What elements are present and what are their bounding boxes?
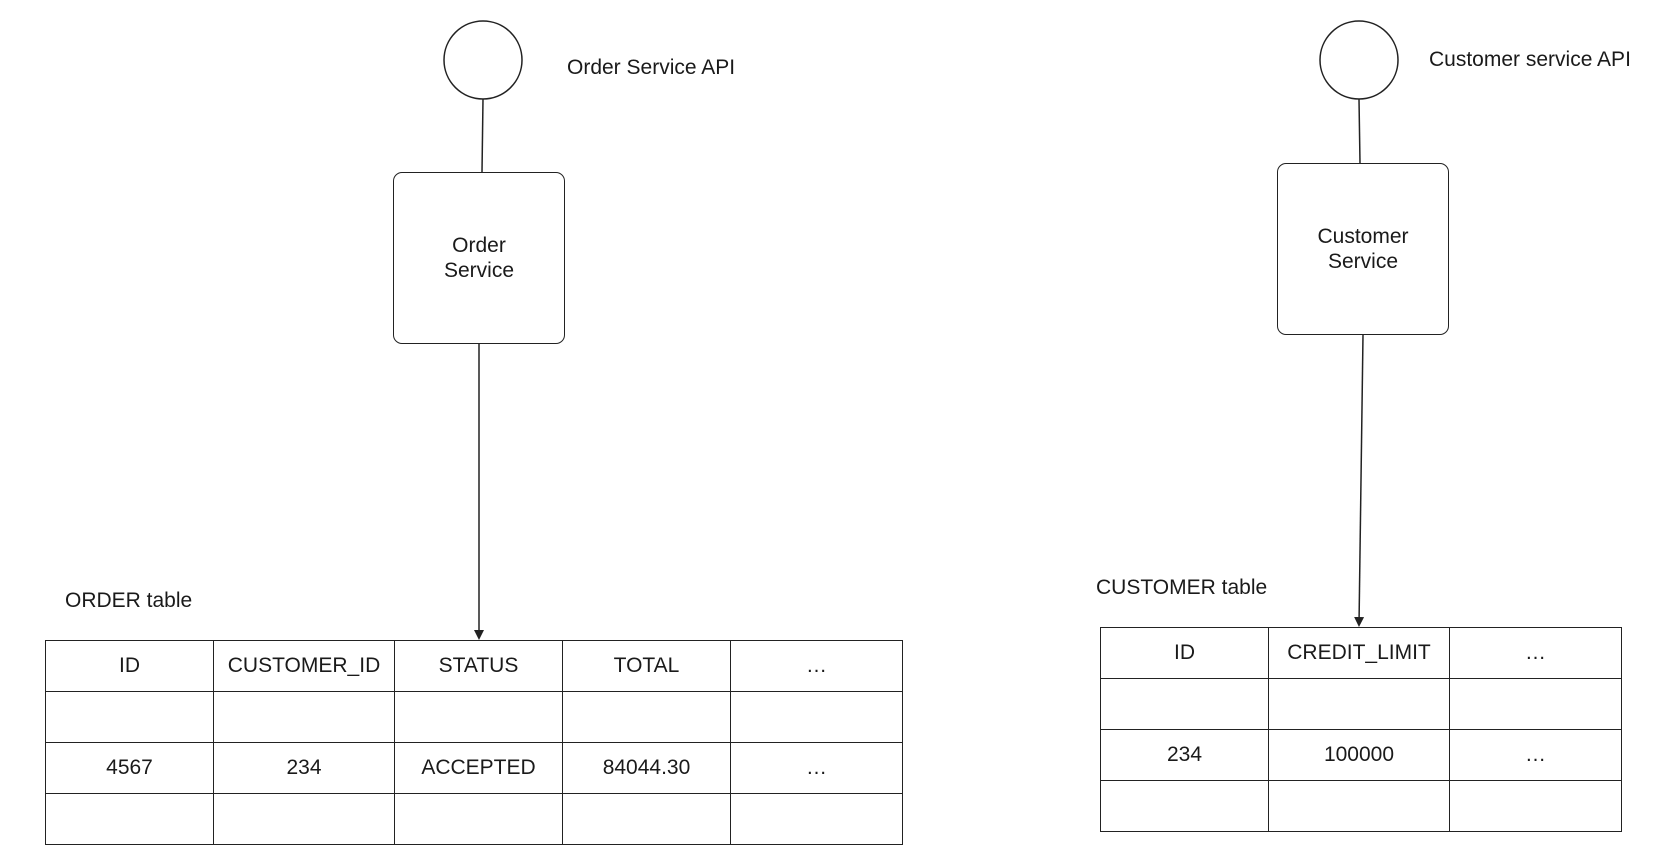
order-cell: ACCEPTED [394,742,563,794]
order-cell [394,691,563,743]
customer-service-label: Customer Service [1317,225,1409,273]
customer-api-interface-icon [1319,20,1399,100]
order-col-header: CUSTOMER_ID [213,640,395,692]
order-col-header: STATUS [394,640,563,692]
customer-cell [1268,678,1450,730]
order-cell [213,793,395,845]
order-cell [730,691,903,743]
order-cell: 4567 [45,742,214,794]
order-cell [213,691,395,743]
customer-api-label: Customer service API [1429,48,1631,71]
order-cell [394,793,563,845]
customer-table: ID CREDIT_LIMIT … 234 100000 … [1100,627,1622,832]
order-table-title: ORDER table [65,589,193,612]
customer-cell: … [1449,729,1622,781]
order-col-header: ID [45,640,214,692]
order-api-connector [481,98,484,173]
customer-col-header: CREDIT_LIMIT [1268,627,1450,679]
customer-cell [1100,780,1269,832]
order-cell [562,691,731,743]
order-cell [45,793,214,845]
order-service-label: Order Service [443,234,515,282]
order-cell [730,793,903,845]
customer-col-header: … [1449,627,1622,679]
order-cell: 234 [213,742,395,794]
order-cell [45,691,214,743]
customer-cell: 100000 [1268,729,1450,781]
customer-col-header: ID [1100,627,1269,679]
customer-db-arrow [1354,334,1365,627]
order-col-header: TOTAL [562,640,731,692]
customer-cell [1449,678,1622,730]
order-cell: … [730,742,903,794]
order-cell [562,793,731,845]
customer-api-connector [1358,98,1361,164]
order-table: ID CUSTOMER_ID STATUS TOTAL … 4567 234 A… [45,640,903,845]
customer-service-box: Customer Service [1277,163,1449,335]
customer-cell [1268,780,1450,832]
customer-cell [1449,780,1622,832]
order-api-interface-icon [443,20,523,100]
customer-table-title: CUSTOMER table [1096,576,1268,599]
customer-cell: 234 [1100,729,1269,781]
order-service-box: Order Service [393,172,565,344]
customer-cell [1100,678,1269,730]
order-col-header: … [730,640,903,692]
order-api-label: Order Service API [567,56,736,79]
order-cell: 84044.30 [562,742,731,794]
